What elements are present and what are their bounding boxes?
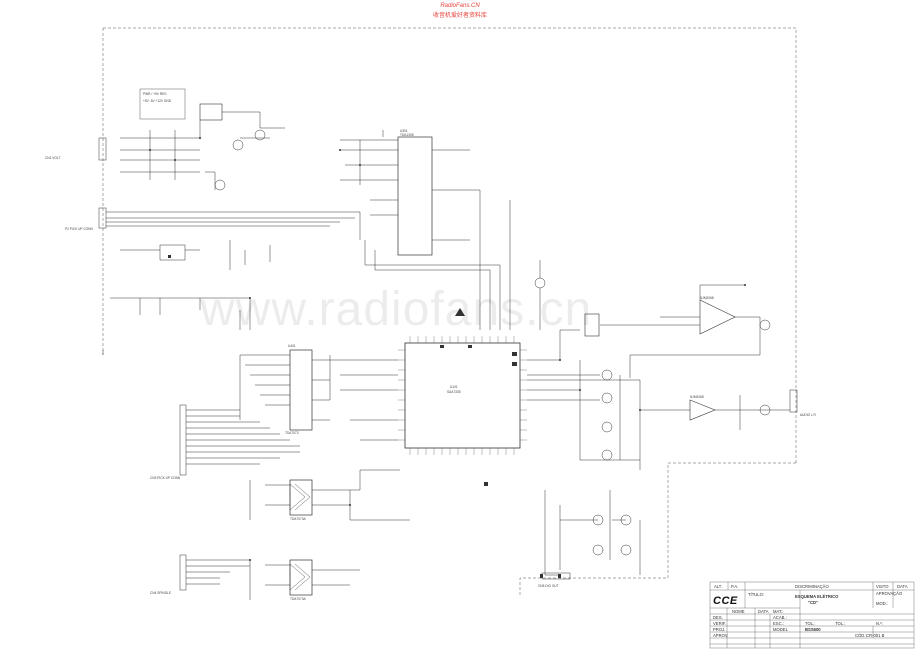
u501-part: TDA7073A [290,517,306,521]
u701-part: NJM2068 [700,296,714,300]
u301-part: TDA1308 [400,133,414,137]
tb-verif: VERIF. [713,621,727,626]
supply-note: +5V -5V +12V GND [143,99,171,103]
u502-part: TDA7073A [290,597,306,601]
u701-opamp [699,299,736,335]
watermark: www.radiofans.cn [200,283,593,336]
tb-titulo-label: TÍTULO: [748,592,765,597]
tb-data: DATA [897,584,908,589]
u101-body [404,342,521,449]
tb-titulo: ESQUEMA ELÉTRICO [795,594,839,599]
audio-out-label: AUDIO L R [800,413,816,417]
u502-body [289,559,313,596]
tb-visto: VISTO [876,584,889,589]
u301-ref: U301 [400,129,408,133]
u401-ref: U401 [288,344,296,348]
u501-body [289,479,313,516]
u701-body [584,313,600,337]
tb-n: N.º: [876,621,883,626]
tb-mod-label: MOD.: [876,601,889,606]
site-header: RadioFans.CN [440,3,480,9]
tb-data2: DATA [758,609,769,614]
power-note: PWR / +5V REG [143,92,167,96]
u401-part: TDA7073 [285,431,299,435]
tb-cod-value: CR-001 B [866,633,885,638]
tb-pa: P.A. [731,584,739,589]
tb-aprov: APROV. [713,633,729,638]
tb-mat: MAT.: [773,609,784,614]
tb-tol: TOL.: [805,621,816,626]
tb-alt: ALT. [714,584,723,589]
tb-proj: PROJ. [713,627,726,632]
cn2-label: P2 PICK UP CONN [65,227,93,231]
tb-discriminacao: DISCRIMINAÇÃO [795,584,829,589]
tb-esc: ESC.: [773,621,784,626]
tb-aprovacao: APROVAÇÃO [876,591,903,596]
cn3-label: CN3 PICK UP CONN [150,476,181,480]
site-subtitle: 收音机爱好者资料库 [432,13,487,19]
cn5-label: CN5 DIG OUT [538,584,559,588]
u702-opamp [689,399,716,421]
tb-acab: ACAB.: [773,615,787,620]
u101-ref: U101 [450,385,458,389]
tb-model: MODEL [773,627,788,632]
u101-part: SAA7335 [447,390,461,394]
tb-cod: CÓD.: [855,633,867,638]
u301-body [397,136,433,256]
cn4-label: CN4 SPINDLE [150,591,171,595]
u401-body [289,349,313,431]
title-block-grid [709,581,915,649]
tb-des: DES. [713,615,723,620]
tb-nome: NOME [732,609,745,614]
tb-tol2: TOL.: [835,621,846,626]
u702-part: NJM2068 [690,395,704,399]
cn1-label: CN1 VOLT [45,156,61,160]
power-note-box [139,88,186,120]
cce-logo: CCE [713,595,738,607]
tb-subtitulo: "CD" [808,600,819,605]
tb-model-value: BSS600 [805,627,821,632]
